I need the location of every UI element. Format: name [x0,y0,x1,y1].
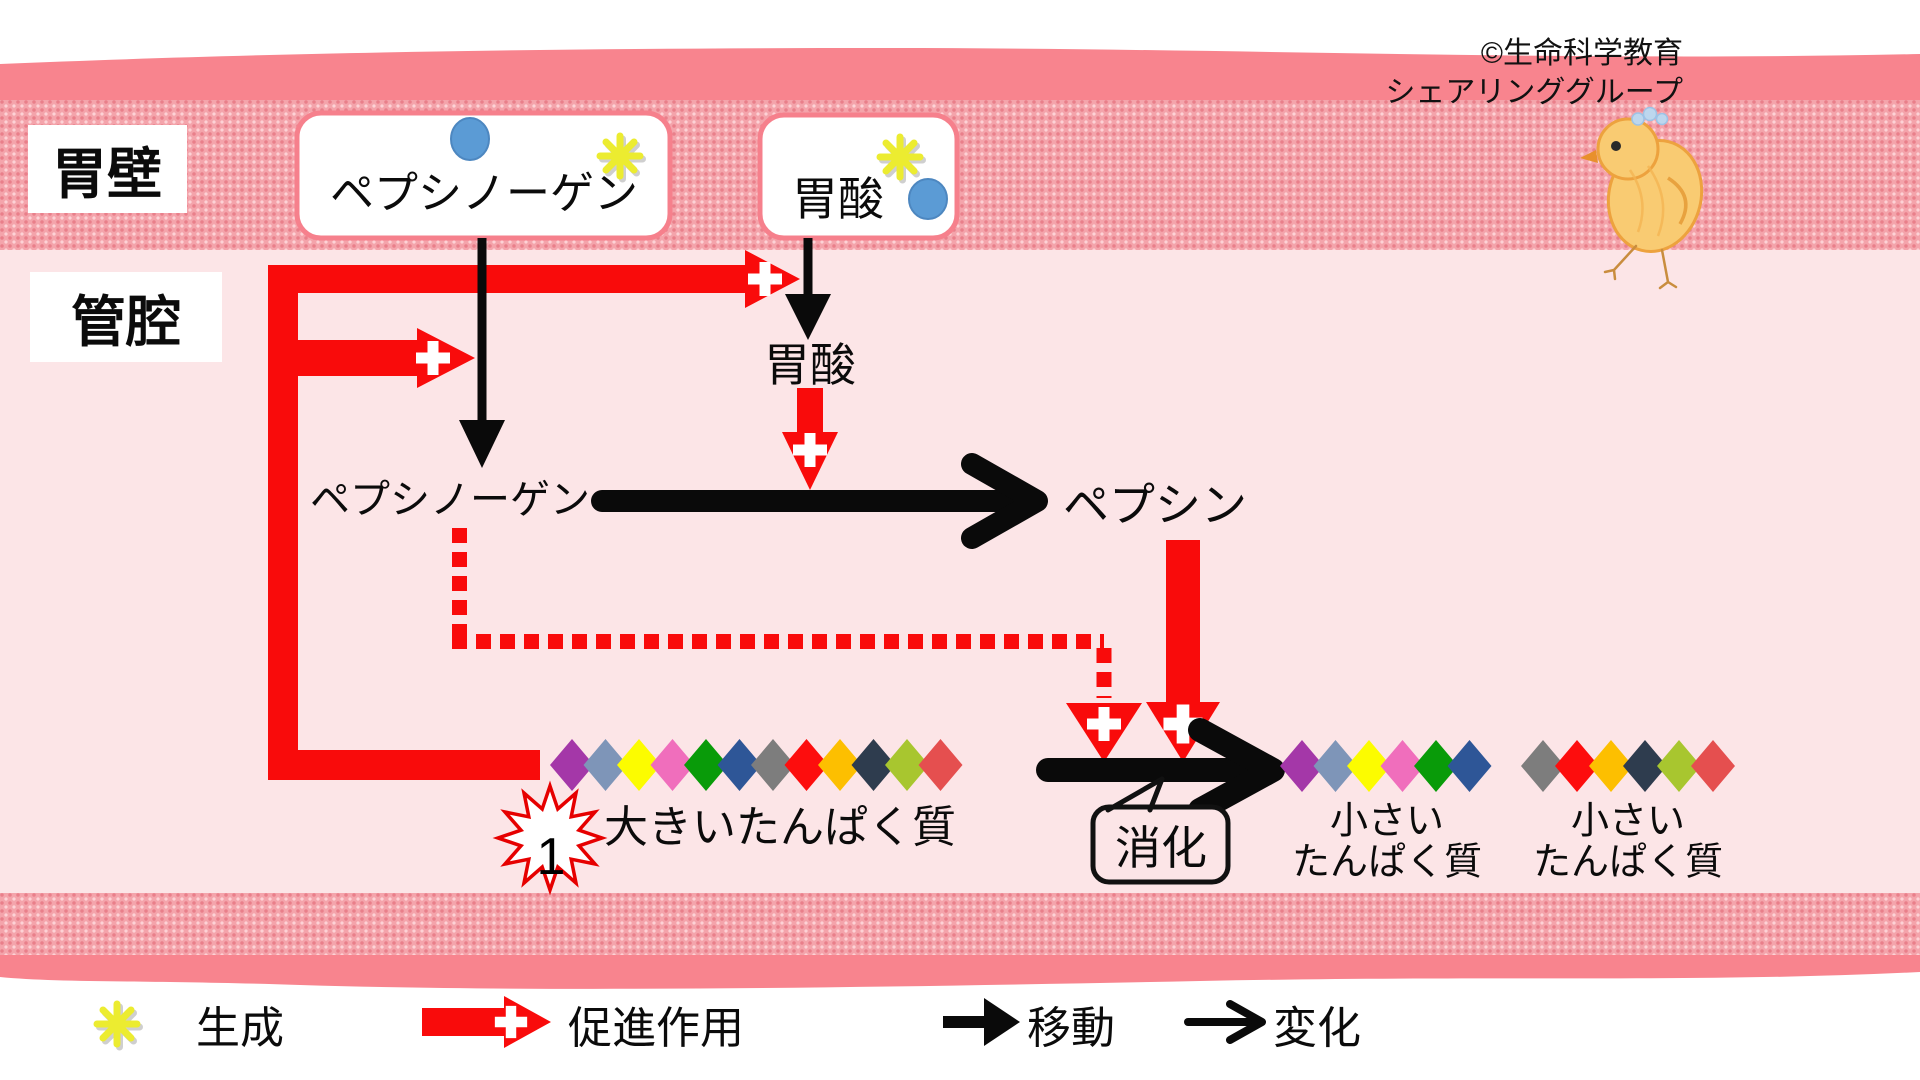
lumen-label-pepsin: ペプシン [1063,479,1247,531]
step-badge-number: 1 [536,828,566,886]
wall-top-wave [0,48,1920,100]
legend-change-label: 変化 [1273,1004,1361,1053]
legend-production-asterisk-icon [97,1004,140,1047]
small-protein-chain-2 [1521,740,1735,792]
protein-diamond [717,739,762,791]
protein-diamond [1623,740,1667,792]
legend-promotion-arrow-icon [422,996,551,1048]
protein-diamond [1691,740,1735,792]
gastric-acid-particle-icon [908,178,948,220]
digestion-label: 消化 [1115,822,1207,874]
legend-promotion-label: 促進作用 [568,1004,744,1053]
legend-movement-label: 移動 [1027,1004,1115,1053]
chick-illustration [1580,106,1704,290]
small-protein-1-label-line1: 小さい [1329,800,1445,843]
protein-diamond [1347,740,1391,792]
protein-diamond [751,739,795,791]
production-asterisk-icon [880,137,923,180]
protein-diamond [851,739,896,791]
copyright-line2: シェアリンググループ [1385,76,1683,109]
wall-box-label-gastric-acid: 胃酸 [792,173,884,225]
protein-diamond [885,739,929,791]
protein-diamond [784,739,829,791]
lumen-label-pepsinogen: ペプシノーゲン [310,478,590,522]
legend-movement-arrow-icon [943,998,1020,1046]
legend-production-label: 生成 [196,1004,284,1053]
wall-bottom-wave [0,955,1920,989]
small-protein-chain-1 [1280,740,1492,792]
copyright-line1: ©生命科学教育 [1480,37,1683,70]
small-protein-2-label-line1: 小さい [1570,800,1686,843]
protein-diamond [1280,740,1324,792]
lumen-label-plate [30,272,222,362]
stomach-wall-band-bottom [0,893,1920,965]
large-protein-chain [550,739,963,791]
protein-diamond [1521,740,1565,792]
change-arrow-digestion [1036,718,1285,822]
protein-diamond [583,739,628,791]
lumen-label-gastric-acid: 胃酸 [764,339,856,391]
protein-diamond [684,739,728,791]
pepsinogen-particle-icon [450,117,490,161]
digestion-callout-bubble [1090,776,1231,885]
small-protein-2-label-line2: たんぱく質 [1532,841,1724,884]
legend-change-arrow-icon [1184,1000,1266,1044]
protein-diamond [1555,740,1599,792]
protein-diamond [550,739,594,791]
protein-diamond [1414,740,1458,792]
region-label-lumen: 管腔 [70,291,182,353]
region-label-stomach-wall: 胃壁 [51,143,163,205]
protein-diamond [818,739,862,791]
large-protein-label: 大きいたんぱく質 [604,803,956,852]
step-badge-starburst [492,780,608,896]
protein-diamond [650,739,695,791]
movement-arrows [459,238,831,468]
change-arrow-pepsinogen-to-pepsin [591,453,1048,549]
protein-diamond [1313,740,1358,792]
protein-diamond [617,739,661,791]
small-protein-1-label-line2: たんぱく質 [1291,841,1483,884]
protein-diamond [1447,740,1492,792]
protein-diamond [1657,740,1701,792]
protein-diamond [1589,740,1633,792]
protein-diamond [918,739,963,791]
protein-diamond [1380,740,1425,792]
wall-box-label-pepsinogen: ペプシノーゲン [330,169,638,218]
stomach-wall-label-plate [28,125,187,213]
